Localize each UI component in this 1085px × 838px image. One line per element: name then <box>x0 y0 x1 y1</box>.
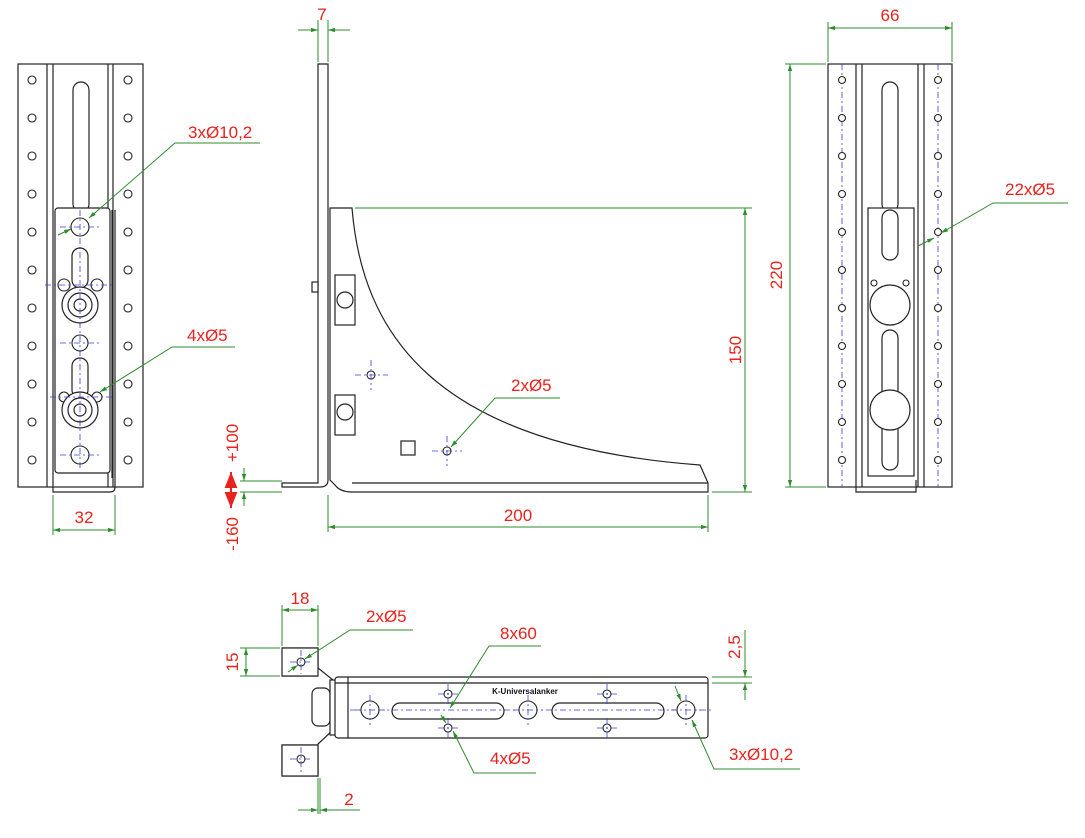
side-length-dim: 200 <box>504 506 532 525</box>
side-view: 7 150 200 2xØ5 +100 -160 <box>223 5 752 551</box>
tab-width-dim: 18 <box>291 589 310 608</box>
rail-hole <box>837 303 847 313</box>
top-large-holes-label: 3xØ10,2 <box>729 745 793 764</box>
rail-hole <box>27 75 37 85</box>
rail-hole <box>123 151 133 161</box>
front-small-holes-label: 4xØ5 <box>187 326 228 345</box>
rail-hole <box>123 417 133 427</box>
rail-hole <box>837 455 847 465</box>
small-holes <box>438 684 617 738</box>
rail-holes <box>837 75 943 465</box>
rail-hole <box>123 189 133 199</box>
rail-width-dim: 66 <box>881 6 900 25</box>
rail-hole <box>933 303 943 313</box>
rail-hole <box>123 455 133 465</box>
rail-hole <box>933 379 943 389</box>
thickness-dim: 2,5 <box>725 635 744 659</box>
slots-label: 8x60 <box>500 624 537 643</box>
rail-hole <box>123 379 133 389</box>
rail-hole <box>27 151 37 161</box>
rail-hole <box>837 341 847 351</box>
rail-hole <box>27 113 37 123</box>
top-view: K-Universalanker 18 15 2xØ5 8x60 2,5 4xØ… <box>223 589 800 814</box>
rail-hole <box>933 417 943 427</box>
rail-holes <box>27 75 133 465</box>
rail-hole <box>933 151 943 161</box>
rail-height-dim: 220 <box>767 261 786 289</box>
side-height-dim: 150 <box>726 336 745 364</box>
front-view: 32 3xØ10,2 4xØ5 <box>17 63 260 535</box>
rail-hole <box>837 113 847 123</box>
rail-hole <box>933 189 943 199</box>
offset-dim: 2 <box>344 790 353 809</box>
rail-hole <box>933 113 943 123</box>
rail-view: 66 220 22xØ5 <box>767 6 1068 493</box>
rail-hole <box>27 189 37 199</box>
rail-hole <box>933 227 943 237</box>
rail-hole <box>123 303 133 313</box>
rail-hole <box>933 455 943 465</box>
rail-holes-label: 22xØ5 <box>1005 180 1055 199</box>
rail-hole <box>933 75 943 85</box>
rail-hole <box>837 75 847 85</box>
rail-hole <box>837 265 847 275</box>
rail-hole <box>27 227 37 237</box>
front-width-dim: 32 <box>75 508 94 527</box>
rail-hole <box>27 379 37 389</box>
rail-hole <box>837 417 847 427</box>
rail-hole <box>123 341 133 351</box>
side-holes-label: 2xØ5 <box>511 376 552 395</box>
adjust-up-label: +100 <box>223 424 242 462</box>
rail-hole <box>933 265 943 275</box>
rail-hole <box>123 113 133 123</box>
rail-hole <box>123 75 133 85</box>
rail-hole <box>123 265 133 275</box>
rail-hole <box>123 227 133 237</box>
rail-hole <box>27 455 37 465</box>
front-large-holes-label: 3xØ10,2 <box>188 123 252 142</box>
tab-holes-label: 2xØ5 <box>366 607 407 626</box>
rail-hole <box>27 341 37 351</box>
rail-hole <box>837 189 847 199</box>
adjust-down-label: -160 <box>223 517 242 551</box>
rail-hole <box>27 417 37 427</box>
rail-hole <box>933 341 943 351</box>
side-thickness-dim: 7 <box>317 5 326 24</box>
tab-height-dim: 15 <box>223 653 242 672</box>
rail-hole <box>27 303 37 313</box>
rail-hole <box>837 227 847 237</box>
top-small-holes-label: 4xØ5 <box>490 749 531 768</box>
large-holes <box>355 695 701 725</box>
rail-hole <box>837 379 847 389</box>
part-label: K-Universalanker <box>492 687 558 696</box>
rail-hole <box>27 265 37 275</box>
rail-hole <box>837 151 847 161</box>
